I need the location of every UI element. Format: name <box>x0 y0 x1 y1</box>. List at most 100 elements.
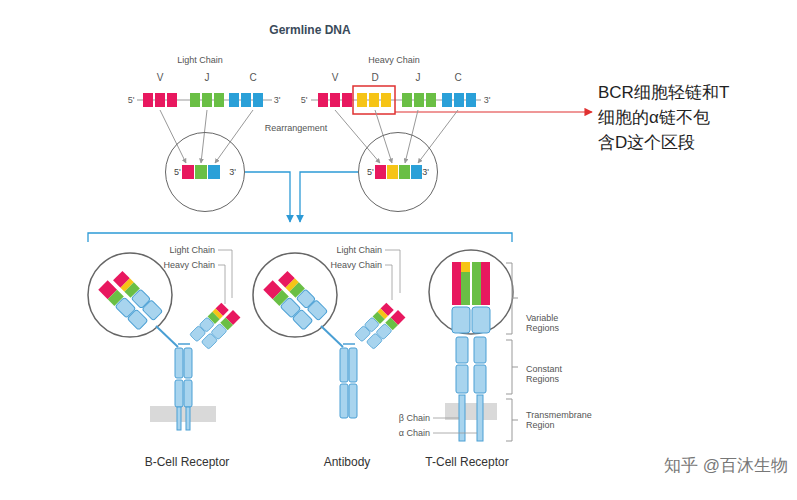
strand-end-label: 5' <box>128 95 135 105</box>
j-segment <box>402 93 412 107</box>
d-segment <box>387 165 398 179</box>
molecule-caption: B-Cell Receptor <box>145 456 230 470</box>
j-segment <box>414 93 424 107</box>
hinge-link <box>321 326 343 347</box>
fab-arm <box>355 301 406 352</box>
chain-label: Heavy Chain <box>163 260 215 270</box>
segment-letter: V <box>332 72 339 84</box>
chain-label: Heavy Chain <box>330 260 382 270</box>
c-segment <box>466 93 476 107</box>
d-segment <box>357 93 367 107</box>
region-label: Constant Regions <box>526 364 584 385</box>
fab-arm <box>263 268 327 332</box>
v-segment <box>155 93 165 107</box>
v-segment <box>143 93 153 107</box>
j-segment <box>190 93 200 107</box>
chain-label: Light Chain <box>169 245 215 255</box>
constant-domain <box>175 380 183 407</box>
constant-domain <box>175 348 183 378</box>
rearranged-gene-circle: 5'3' <box>165 132 245 212</box>
j-segment <box>202 93 212 107</box>
watermark: 知乎 @百沐生物 <box>664 456 788 476</box>
flow-arrow <box>300 172 358 222</box>
c-segment <box>454 93 464 107</box>
region-bracket <box>506 263 518 334</box>
v-segment <box>182 165 194 179</box>
alpha-variable-j <box>472 262 481 305</box>
leader-line <box>433 418 459 419</box>
constant-domain <box>340 384 348 418</box>
beta-variable-v <box>452 262 461 305</box>
c-segment <box>208 165 220 179</box>
v-segment <box>167 93 177 107</box>
zoom-circle <box>253 253 337 337</box>
rearrangement-arrow <box>201 110 207 163</box>
v-segment <box>375 165 386 179</box>
chain-label: α Chain <box>399 428 430 438</box>
region-label: Transmembrane Region <box>526 410 604 431</box>
rearrangement-arrow <box>375 110 392 163</box>
cell-membrane <box>445 403 497 420</box>
segment-letter: V <box>157 72 164 84</box>
flow-arrow <box>245 172 290 222</box>
transmembrane-tail <box>459 395 465 441</box>
fab-arm <box>190 301 241 352</box>
cell-membrane <box>150 406 216 422</box>
strand-end-label: 3' <box>484 95 491 105</box>
leader-line <box>385 265 392 300</box>
segment-letter: J <box>416 72 421 84</box>
hinge-link <box>156 326 178 347</box>
segment-letter: C <box>249 72 256 84</box>
disulfide-bond <box>343 343 355 345</box>
j-segment <box>214 93 224 107</box>
chain-label: Light Chain <box>177 55 223 65</box>
chain-label: Heavy Chain <box>368 55 420 65</box>
v-segment <box>342 93 352 107</box>
v-segment <box>330 93 340 107</box>
strand-end-label: 3' <box>274 95 281 105</box>
group-bracket <box>88 233 512 242</box>
region-label: Variable Regions <box>526 313 584 334</box>
highlight-box <box>353 86 395 114</box>
rearrangement-arrow <box>418 110 458 163</box>
segment-letter: C <box>454 72 461 84</box>
c-segment <box>253 93 263 107</box>
leader-line <box>433 433 477 434</box>
chain-label: β Chain <box>399 413 430 423</box>
beta-constant <box>452 307 470 333</box>
region-bracket <box>506 399 518 441</box>
disulfide-bond <box>178 343 190 345</box>
transmembrane-tail <box>177 407 181 430</box>
molecule-caption: Antibody <box>324 456 371 470</box>
zoom-circle <box>88 253 172 337</box>
constant-domain <box>349 384 357 418</box>
region-bracket <box>506 340 518 394</box>
c-segment <box>241 93 251 107</box>
c-segment <box>229 93 239 107</box>
d-segment <box>369 93 379 107</box>
rearrangement-arrow <box>405 110 418 163</box>
strand-end-label: 5' <box>367 168 374 177</box>
c-segment <box>442 93 452 107</box>
segment-letter: D <box>371 72 378 84</box>
constant-domain <box>340 348 348 382</box>
diagram-title: Germline DNA <box>269 23 350 37</box>
strand-end-label: 3' <box>229 168 236 177</box>
transmembrane-tail <box>186 407 190 430</box>
constant-domain <box>184 380 192 407</box>
alpha-constant <box>474 337 486 363</box>
rearrangement-arrow <box>335 110 380 163</box>
transmembrane-tail <box>477 395 483 441</box>
alpha-variable-v <box>481 262 490 305</box>
annotation-note: BCR细胞轻链和T 细胞的α链不包 含D这个区段 <box>598 80 770 155</box>
rearrangement-arrow <box>160 110 186 163</box>
strand-end-label: 5' <box>301 95 308 105</box>
strand-end-label: 3' <box>422 168 429 177</box>
chain-label: Light Chain <box>336 245 382 255</box>
beta-variable-j <box>461 272 470 305</box>
fab-arm <box>98 268 162 332</box>
process-label: Rearrangement <box>265 123 328 133</box>
rearrangement-arrow <box>215 110 253 163</box>
d-segment <box>381 93 391 107</box>
